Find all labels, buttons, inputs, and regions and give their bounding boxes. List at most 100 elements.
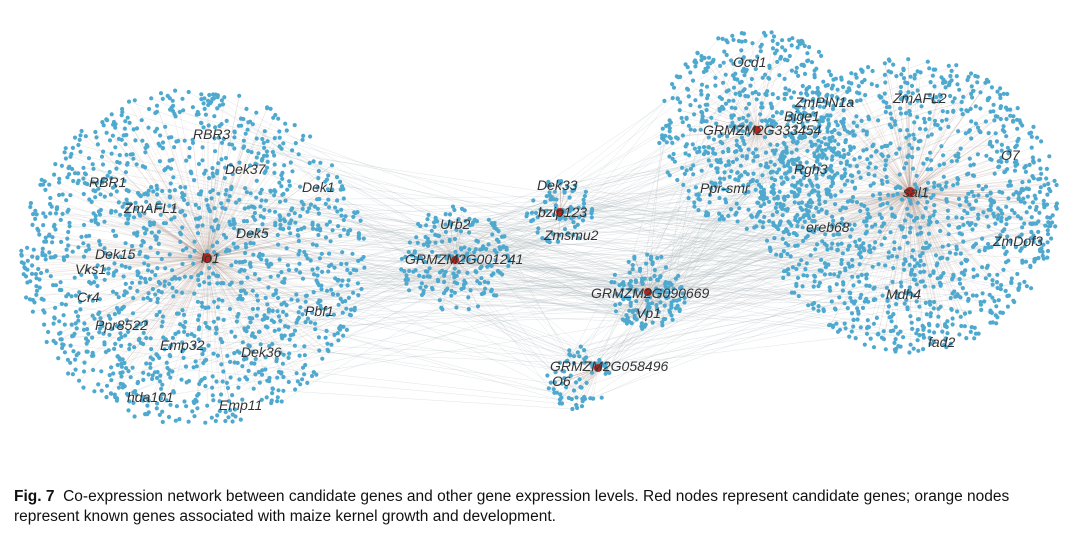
gene-node: [135, 190, 141, 196]
hub-edge: [148, 257, 208, 294]
hub-edge: [909, 191, 1019, 199]
gene-node: [345, 283, 350, 288]
gene-node: [149, 269, 155, 274]
gene-node: [881, 99, 886, 104]
gene-node: [727, 174, 732, 179]
gene-node: [904, 161, 909, 166]
gene-node: [881, 329, 886, 334]
gene-node: [190, 409, 195, 414]
hub-edge: [909, 148, 961, 193]
gene-node: [210, 374, 215, 379]
gene-node: [60, 192, 65, 197]
hub-edge: [206, 257, 323, 359]
gene-node: [44, 268, 50, 273]
gene-node: [847, 264, 852, 269]
gene-node: [126, 369, 131, 374]
gene-node: [178, 185, 183, 190]
hub-edge: [206, 150, 249, 259]
gene-node: [327, 264, 332, 269]
gene-node: [772, 236, 777, 241]
gene-node: [300, 312, 305, 317]
gene-node: [116, 200, 121, 205]
hub-edge: [206, 257, 278, 398]
gene-node: [100, 162, 106, 167]
gene-node: [780, 38, 785, 43]
gene-node: [52, 222, 57, 227]
gene-node: [126, 99, 132, 104]
gene-node: [777, 189, 782, 194]
gene-node: [850, 195, 856, 200]
gene-node: [337, 326, 342, 331]
gene-node: [883, 80, 888, 85]
gene-node: [40, 252, 45, 257]
gene-node: [120, 357, 125, 362]
hub-edge: [884, 63, 911, 193]
gene-node: [704, 84, 710, 89]
hub-edge: [94, 257, 208, 319]
gene-node: [72, 135, 78, 140]
inter-cluster-edge: [446, 258, 628, 299]
hub-edge: [896, 76, 911, 193]
hub-edge: [454, 259, 497, 296]
gene-node: [128, 375, 133, 380]
hub-edge: [206, 157, 257, 259]
hub-edge: [206, 257, 231, 285]
hub-edge: [889, 124, 911, 193]
gene-node: [224, 380, 229, 385]
gene-node: [196, 273, 201, 278]
gene-node: [494, 293, 499, 298]
inter-cluster-edge: [207, 241, 443, 252]
gene-node: [670, 140, 675, 145]
gene-node: [303, 253, 309, 258]
gene-node: [739, 48, 744, 53]
gene-node: [856, 84, 861, 89]
gene-node: [160, 314, 166, 319]
gene-node: [307, 160, 312, 166]
gene-node: [120, 305, 125, 310]
gene-node: [418, 285, 423, 290]
gene-node: [113, 341, 118, 346]
gene-node: [97, 239, 102, 244]
gene-node: [582, 348, 587, 353]
gene-node: [59, 163, 64, 168]
gene-node: [975, 152, 981, 157]
inter-cluster-edge: [435, 219, 941, 285]
hub-edge: [206, 225, 276, 259]
gene-node: [252, 205, 257, 210]
hub-edge: [206, 146, 245, 259]
hub-edge: [206, 220, 285, 259]
inter-cluster-edge: [254, 207, 528, 214]
inter-cluster-edge: [496, 139, 794, 230]
hub-edge: [206, 190, 213, 259]
gene-node: [354, 268, 359, 273]
gene-node: [243, 186, 248, 191]
hub-edge: [756, 129, 796, 186]
hub-edge: [206, 173, 213, 259]
gene-node: [691, 163, 696, 168]
gene-node: [358, 218, 363, 223]
gene-node: [201, 360, 206, 366]
hub-edge: [802, 191, 911, 228]
hub-edge: [698, 129, 758, 211]
gene-node: [30, 254, 35, 259]
gene-node: [324, 288, 330, 293]
gene-node: [42, 322, 47, 327]
gene-node: [796, 73, 801, 78]
gene-node: [278, 318, 283, 323]
hub-edge: [900, 130, 911, 193]
hub-edge: [115, 127, 208, 259]
gene-node: [300, 276, 306, 281]
gene-node: [972, 336, 977, 341]
gene-node: [732, 149, 738, 154]
gene-node: [924, 312, 929, 317]
hub-edge: [144, 257, 208, 415]
hub-edge: [102, 151, 208, 259]
gene-node: [817, 202, 822, 207]
gene-node: [146, 291, 151, 296]
gene-node: [203, 112, 208, 117]
gene-node: [296, 238, 301, 244]
hub-edge: [206, 138, 257, 259]
gene-node: [36, 228, 41, 233]
gene-node: [199, 300, 204, 305]
gene-node: [437, 298, 442, 303]
